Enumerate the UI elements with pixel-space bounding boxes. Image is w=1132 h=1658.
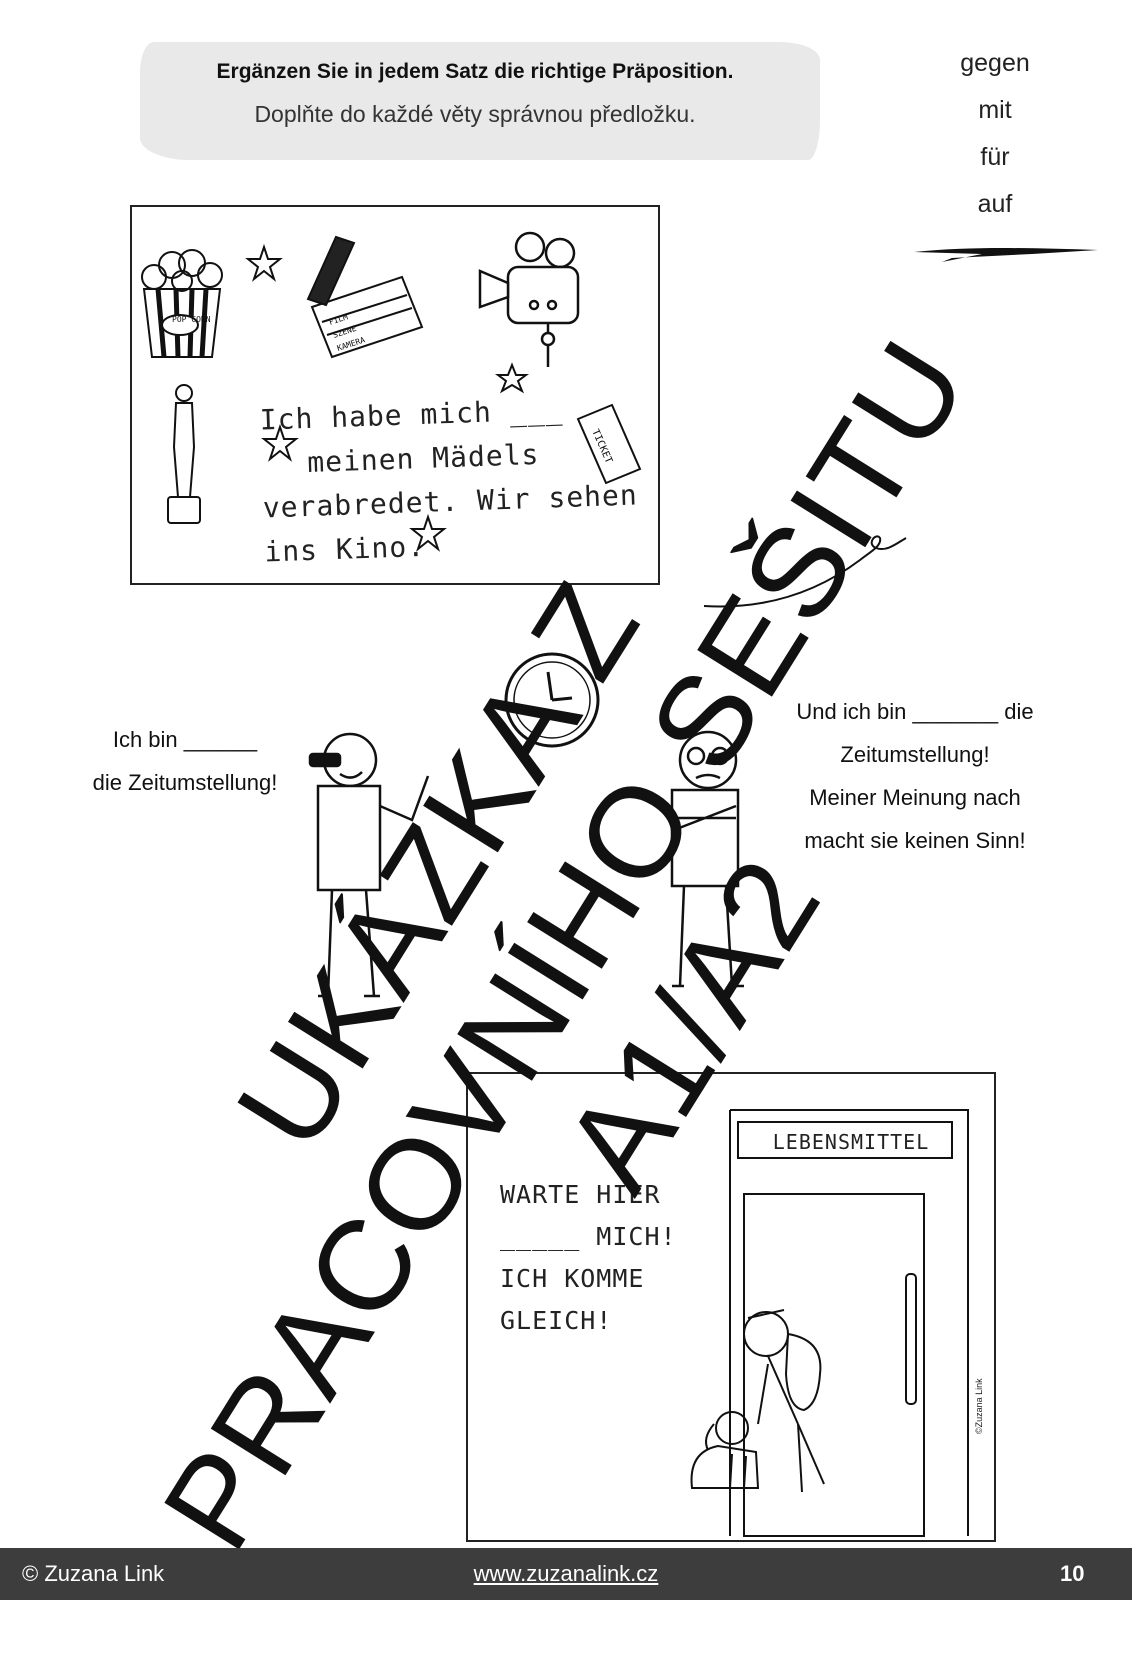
clapperboard-icon: FILM SZENE KAMERA xyxy=(306,235,424,359)
speech-left: Ich bin ______ die Zeitumstellung! xyxy=(60,718,310,804)
speech-line: Meiner Meinung nach xyxy=(809,785,1021,810)
page-number: 10 xyxy=(1060,1561,1085,1586)
ticket-icon: TICKET xyxy=(576,403,642,485)
comic-drawing xyxy=(308,652,744,998)
grocery-panel: LEBENSMITTEL WARTE HIER _____ MICH! ICH … xyxy=(466,1072,996,1542)
option-word: auf xyxy=(977,190,1013,218)
title-brush-background xyxy=(140,42,820,160)
speech-line: Ich bin ______ xyxy=(112,727,258,752)
brush-stroke-divider xyxy=(914,248,1098,262)
speech-right: Und ich bin _______ die Zeitumstellung! … xyxy=(780,690,1050,862)
option-word: für xyxy=(980,143,1010,171)
star-icon xyxy=(245,243,529,552)
squiggle-decoration xyxy=(703,535,907,608)
popcorn-icon: POP CORN xyxy=(141,249,223,358)
footer-copyright: © Zuzana Link xyxy=(22,1561,165,1586)
option-word: mit xyxy=(978,96,1012,124)
preposition-options: gegen mit für auf xyxy=(930,46,1060,234)
exercise-title: Ergänzen Sie in jedem Satz die richtige … xyxy=(216,60,734,83)
shopper-figure xyxy=(743,1309,825,1493)
panel1-sentence: Ich habe mich ___ meinen Mädels verabred… xyxy=(259,386,640,575)
man-left-figure xyxy=(308,732,430,998)
cinema-panel: POP CORN FILM SZENE KAMERA xyxy=(130,205,660,585)
speech-line: Zeitumstellung! xyxy=(840,742,990,767)
speech-line: macht sie keinen Sinn! xyxy=(804,828,1026,853)
store-sign: LEBENSMITTEL xyxy=(772,1130,930,1154)
sentence-line: WARTE HIER xyxy=(500,1180,661,1209)
option-word: gegen xyxy=(960,49,1030,77)
man-right-figure xyxy=(670,730,744,988)
dog-figure xyxy=(690,1411,760,1489)
artist-signature: ©Zuzana Link xyxy=(974,1378,984,1434)
sentence-line: ICH KOMME xyxy=(500,1264,645,1293)
sentence-line: _____ MICH! xyxy=(500,1222,677,1251)
exercise-subtitle: Doplňte do každé věty správnou předložku… xyxy=(254,101,696,127)
sentence-line: GLEICH! xyxy=(500,1306,613,1335)
cinema-drawings: POP CORN FILM SZENE KAMERA xyxy=(141,231,642,552)
panel2-sentence: WARTE HIER _____ MICH! ICH KOMME GLEICH! xyxy=(500,1174,677,1342)
speech-line: die Zeitumstellung! xyxy=(92,770,278,795)
svg-text:POP CORN: POP CORN xyxy=(172,315,211,324)
film-camera-icon xyxy=(478,231,580,367)
door-handle xyxy=(905,1273,917,1405)
trophy-icon xyxy=(167,384,201,524)
store-drawing xyxy=(690,1109,969,1537)
footer-website-link[interactable]: www.zuzanalink.cz xyxy=(473,1561,659,1586)
speech-line: Und ich bin _______ die xyxy=(796,699,1034,724)
page-footer: © Zuzana Link www.zuzanalink.cz 10 xyxy=(0,1548,1132,1600)
clock-icon xyxy=(504,652,600,748)
store-door xyxy=(743,1193,925,1537)
store-sign-frame xyxy=(737,1121,953,1159)
